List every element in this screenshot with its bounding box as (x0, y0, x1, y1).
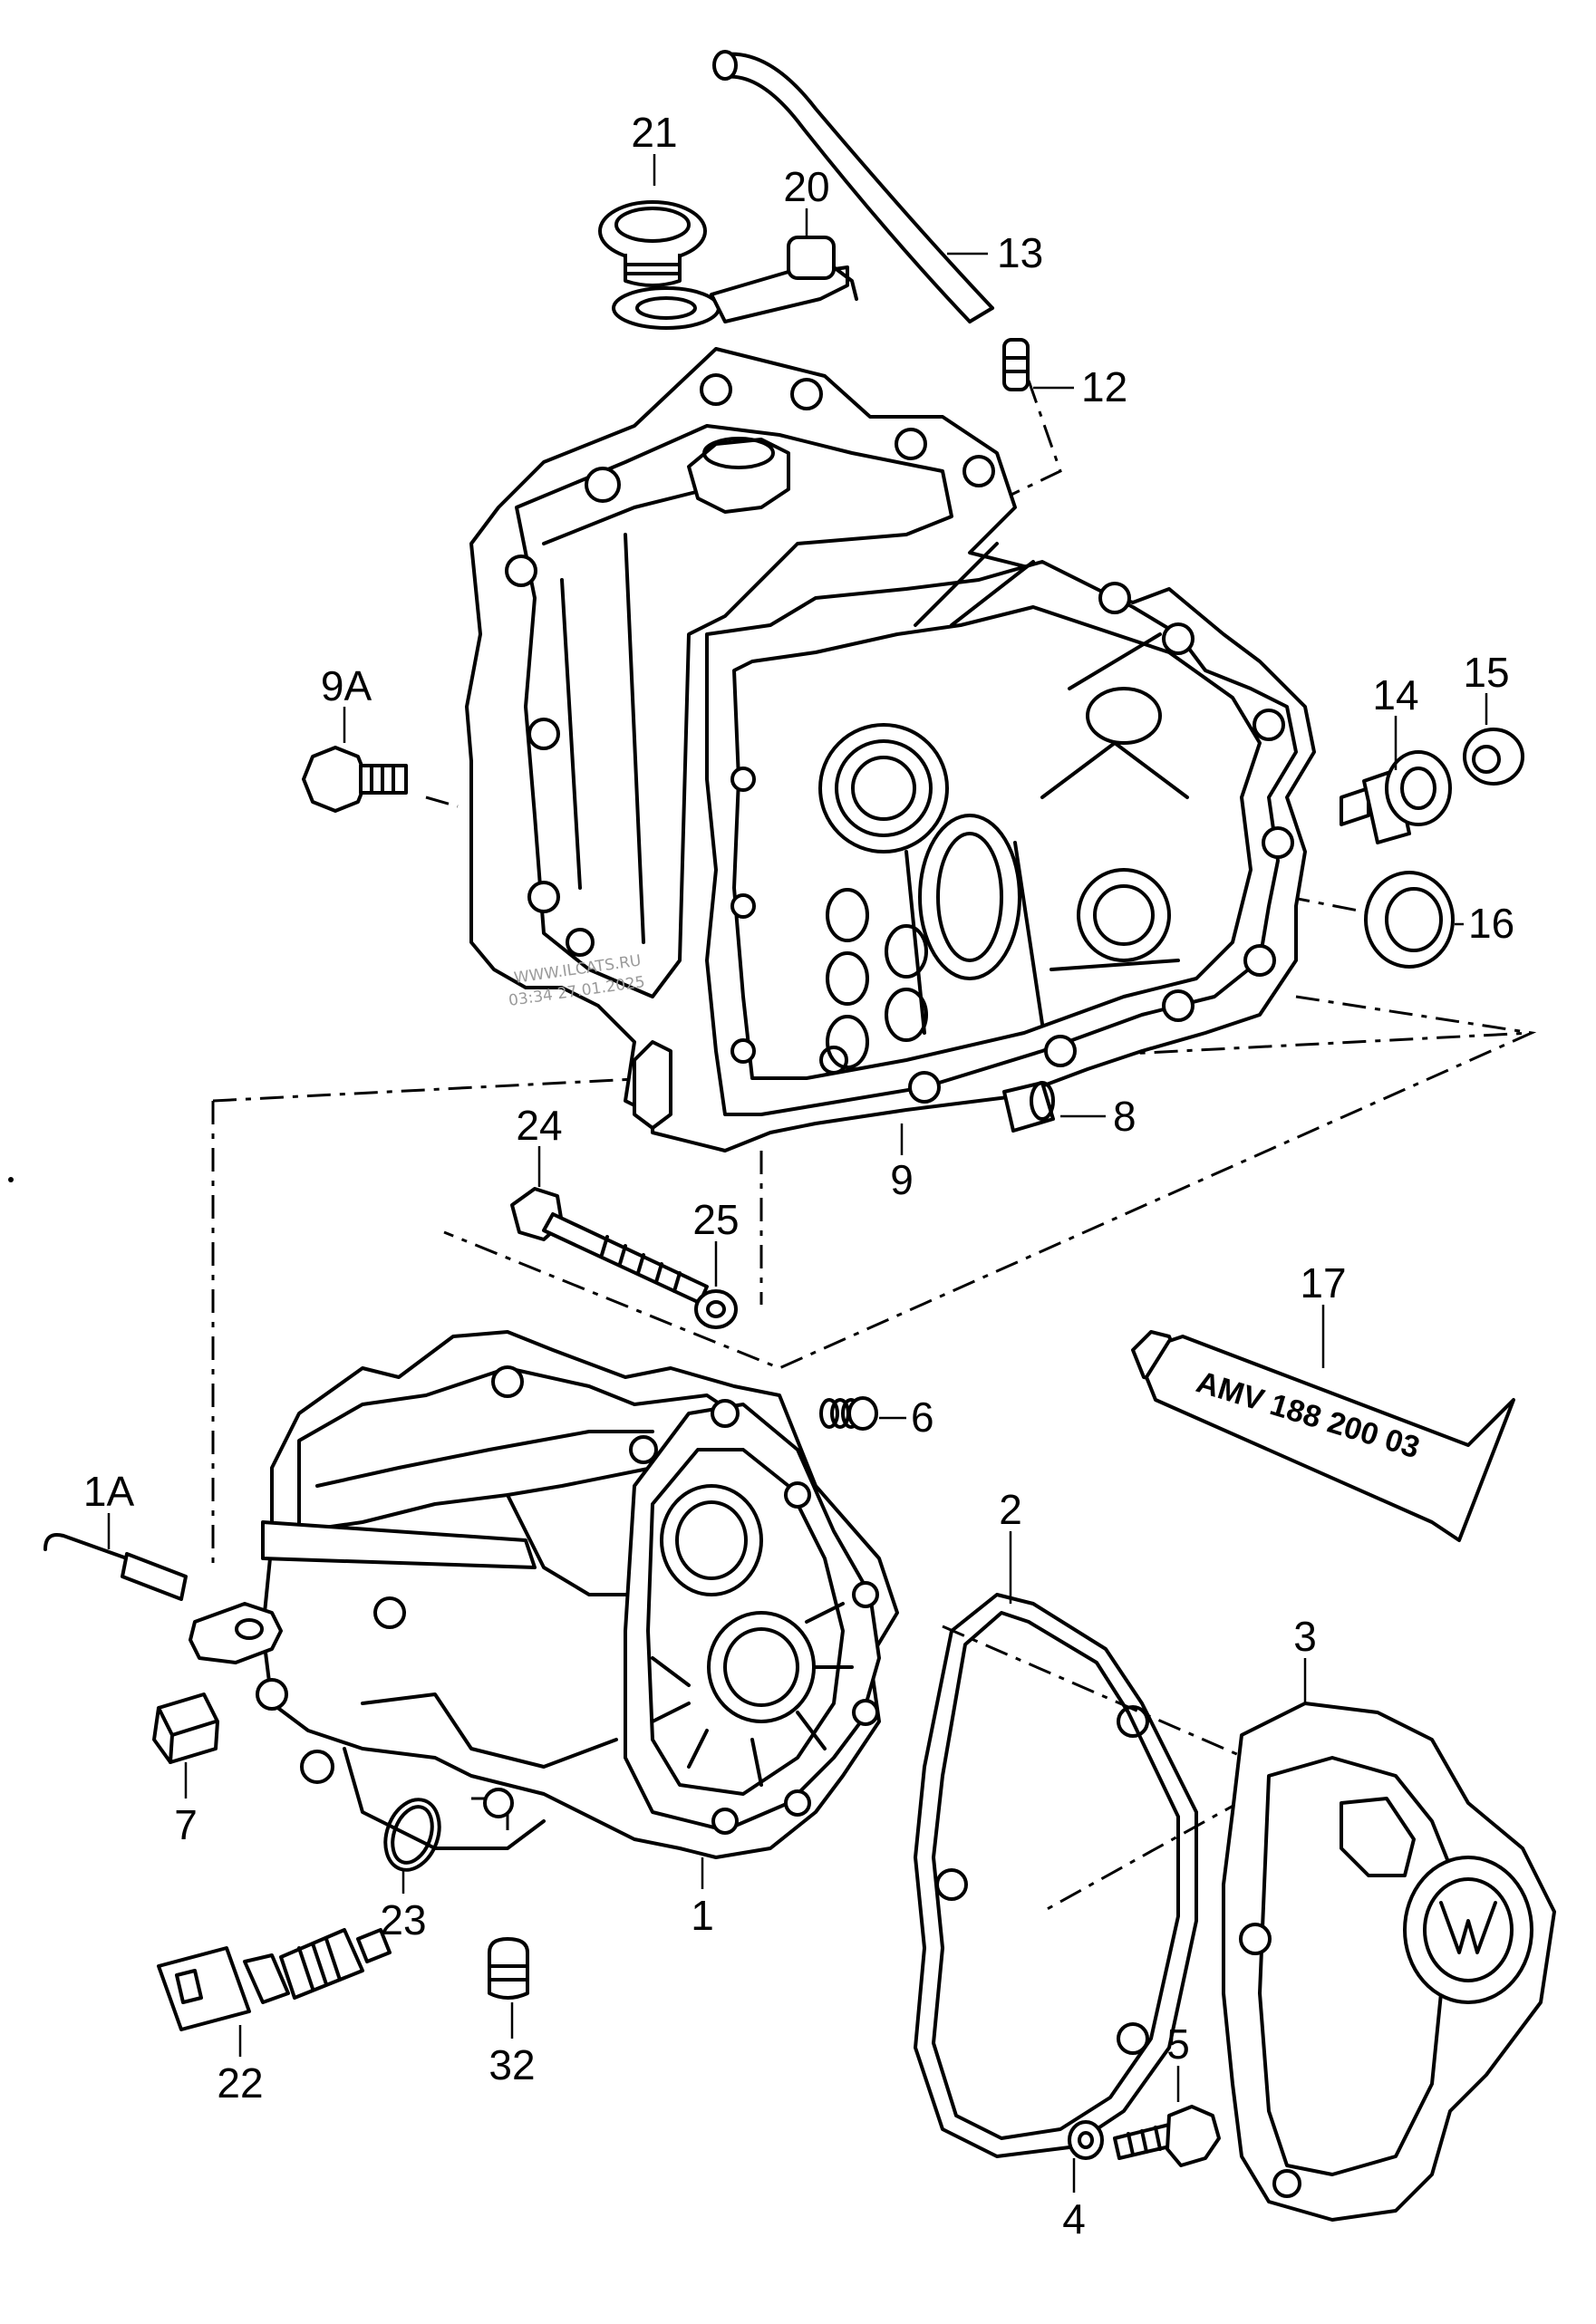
label-12: 12 (1081, 363, 1127, 410)
label-22: 22 (217, 2059, 263, 2107)
upper-gearbox-housing (465, 347, 1316, 1152)
wire-rod (44, 1533, 188, 1601)
label-8: 8 (1113, 1093, 1137, 1140)
lower-gearbox-housing (189, 1330, 899, 1859)
gearbox-end-cover (1222, 1702, 1556, 2222)
label-24: 24 (516, 1102, 562, 1149)
stray-dot (8, 1177, 14, 1182)
small-seal-ring (1463, 728, 1524, 786)
breather-nipple (1002, 338, 1030, 391)
label-13: 13 (997, 229, 1043, 276)
label-6: 6 (911, 1393, 934, 1441)
spring (819, 1396, 878, 1431)
washer (694, 1289, 738, 1329)
label-7: 7 (174, 1801, 198, 1848)
label-16: 16 (1468, 900, 1514, 947)
blanking-plug (488, 1937, 529, 2000)
cover-gasket (914, 1593, 1198, 2158)
label-21: 21 (631, 109, 677, 156)
label-32: 32 (488, 2041, 535, 2088)
label-1: 1 (691, 1892, 714, 1939)
label-3: 3 (1293, 1613, 1317, 1660)
label-23: 23 (380, 1896, 426, 1943)
leader-lines (107, 154, 1488, 2193)
o-ring (383, 1798, 441, 1872)
label-2: 2 (999, 1486, 1022, 1533)
label-4: 4 (1062, 2195, 1086, 2242)
hex-bolt (510, 1187, 709, 1305)
label-15: 15 (1463, 649, 1509, 696)
flange-bolt-holes (505, 373, 1294, 1104)
cover-washer (1068, 2120, 1104, 2160)
callout-labels: 21 20 13 12 9A 14 15 16 8 9 24 25 17 6 1… (83, 109, 1514, 2242)
shaft-oil-seal (1364, 871, 1455, 969)
label-17: 17 (1300, 1259, 1346, 1307)
label-9A: 9A (321, 662, 372, 709)
speed-sensor (157, 1928, 392, 2031)
label-25: 25 (692, 1196, 739, 1243)
label-20: 20 (783, 163, 829, 210)
label-14: 14 (1372, 671, 1418, 718)
filler-gasket-bracket (612, 236, 858, 330)
output-seal-flange (1340, 750, 1452, 844)
cover-bolt (1113, 2105, 1221, 2167)
breather-hose (712, 50, 994, 323)
side-oval-openings (826, 888, 928, 1069)
label-5: 5 (1166, 2020, 1190, 2068)
filler-plug (598, 200, 707, 287)
label-9: 9 (890, 1156, 914, 1203)
dowel-sleeve (1002, 1081, 1055, 1133)
rubber-pad (152, 1692, 219, 1764)
drain-plug (302, 746, 408, 813)
label-1A: 1A (83, 1468, 135, 1515)
